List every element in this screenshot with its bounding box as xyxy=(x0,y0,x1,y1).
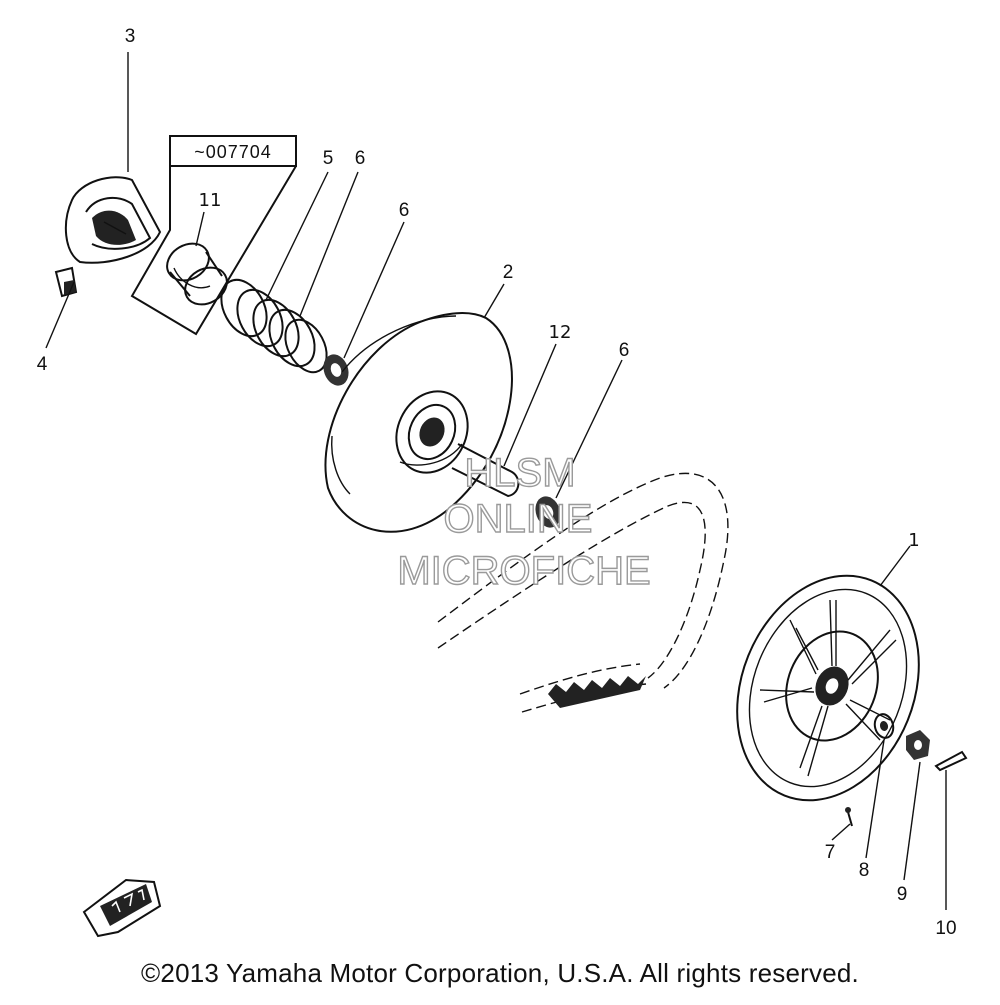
serial-bracket xyxy=(130,135,297,336)
callout-10: 10 xyxy=(935,918,956,939)
callout-6-mid: 6 xyxy=(399,200,410,221)
copyright-text: ©2013 Yamaha Motor Corporation, U.S.A. A… xyxy=(141,958,859,988)
callout-8: 8 xyxy=(859,860,870,881)
watermark-line-3: MICROFICHE xyxy=(397,549,650,593)
callout-1: 1 xyxy=(908,530,919,551)
fwd-arrow-icon xyxy=(82,878,162,938)
watermark-line-2: ONLINE xyxy=(444,497,593,541)
part-3-cam-cover xyxy=(64,176,162,264)
callout-9: 9 xyxy=(897,884,908,905)
callout-labels: 3 4 11 5 6 6 2 12 6 1 7 8 9 10 ~007704 xyxy=(37,26,957,939)
part-1-secondary-sheave xyxy=(736,574,920,802)
callout-3: 3 xyxy=(125,26,136,47)
drive-belt xyxy=(437,472,729,713)
watermark: HLSM ONLINE MICROFICHE xyxy=(397,450,652,593)
part-8-washer xyxy=(873,713,895,739)
part-6-washer-upper xyxy=(323,354,349,386)
watermark-line-1: HLSM xyxy=(464,451,575,495)
part-2-sheave xyxy=(324,312,520,533)
part-6-washer-lower xyxy=(535,496,561,528)
callout-6-lower: 6 xyxy=(619,340,630,361)
part-10-cotter-pin xyxy=(934,750,968,772)
part-5-spring xyxy=(220,278,328,374)
part-9-nut xyxy=(906,730,930,760)
callout-6-top: 6 xyxy=(355,148,366,169)
part-4-slider xyxy=(54,266,78,298)
leader-lines xyxy=(45,52,947,910)
callout-12: 12 xyxy=(549,322,572,343)
callout-5: 5 xyxy=(323,148,334,169)
part-7-pin xyxy=(845,807,853,827)
callout-7: 7 xyxy=(825,842,836,863)
serial-range-label: ~007704 xyxy=(194,142,272,162)
callout-11: 11 xyxy=(199,190,222,211)
callout-4: 4 xyxy=(37,354,48,375)
part-11-bushing xyxy=(166,242,228,306)
callout-2: 2 xyxy=(503,262,514,283)
